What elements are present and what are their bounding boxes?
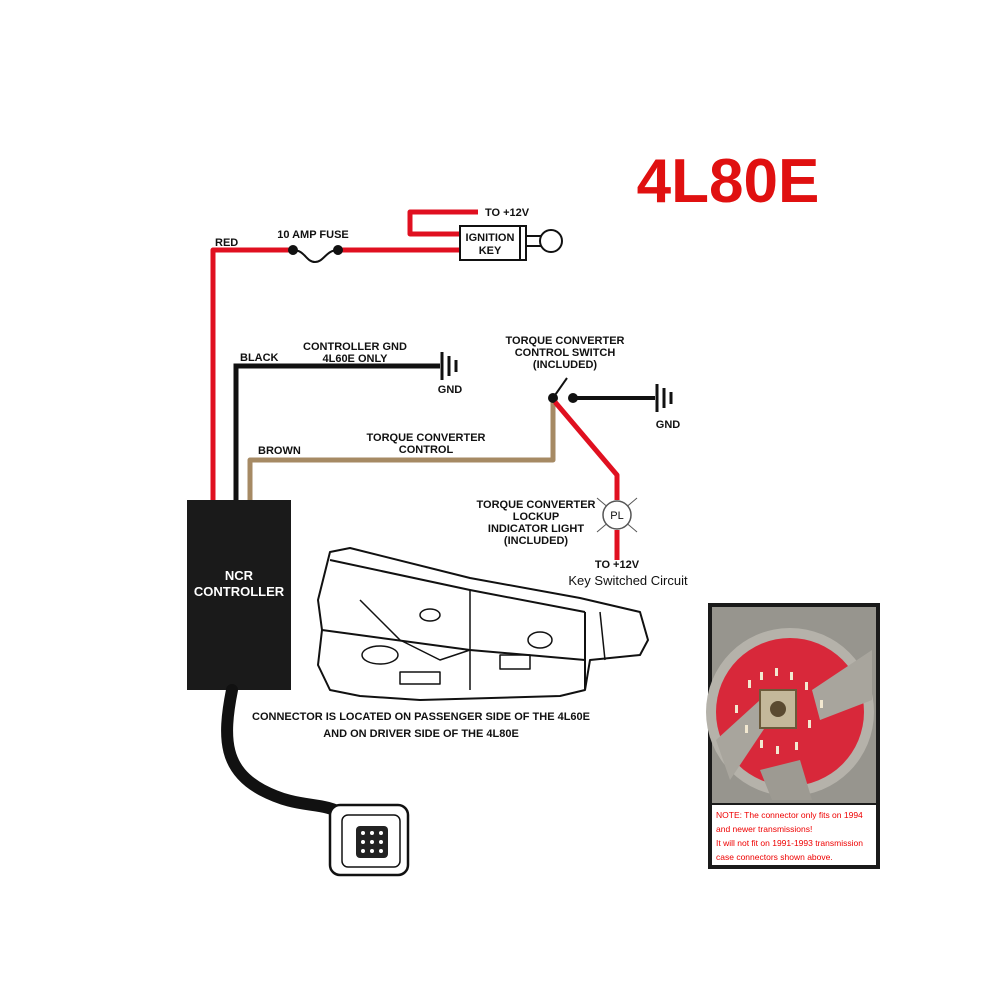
controller-label: NCR [225,568,254,583]
switch-icon [548,377,578,403]
fuse-icon [288,245,343,264]
photo-note-4: case connectors shown above. [716,852,833,862]
ground-symbol-icon [440,352,458,380]
photo-note-3: It will not fit on 1991-1993 transmissio… [716,838,863,848]
lockup-label: TORQUE CONVERTER [477,499,596,511]
lockup-label-4: (INCLUDED) [504,535,568,547]
to-12v-bottom-label: TO +12V [595,559,640,571]
black-wire-label: BLACK [240,352,279,364]
to-12v-top-label: TO +12V [485,207,530,219]
ignition-key-label-2: KEY [479,245,502,257]
lockup-label-2: LOCKUP [513,511,559,523]
diagram-title: 4L80E [637,147,820,216]
controller-gnd-label-2: 4L60E ONLY [322,353,388,365]
fuse-label: 10 AMP FUSE [277,229,349,241]
harness-cable [221,684,351,821]
black-wire [233,363,440,500]
lamp-red-wire [553,400,620,560]
gnd-label-1: GND [438,384,463,396]
ncr-controller [187,500,291,690]
photo-note-1: NOTE: The connector only fits on 1994 [716,810,863,820]
photo-note-2: and newer transmissions! [716,824,812,834]
brown-wire-label: BROWN [258,445,301,457]
connector-note-2: AND ON DRIVER SIDE OF THE 4L80E [323,728,519,740]
controller-gnd-label: CONTROLLER GND [303,341,407,353]
connector-photo [706,603,880,869]
brown-wire [247,400,556,500]
ignition-key-label: IGNITION [466,232,515,244]
lockup-label-3: INDICATOR LIGHT [488,523,584,535]
tcc-switch-label-2: CONTROL SWITCH [515,347,616,359]
connector-note: CONNECTOR IS LOCATED ON PASSENGER SIDE O… [252,711,590,723]
harness-connector-icon [328,803,410,877]
transmission-illustration [317,547,649,701]
indicator-light-icon: PL [596,497,638,533]
red-wire [210,209,478,500]
key-switched-label: Key Switched Circuit [568,573,688,588]
tcc-switch-label: TORQUE CONVERTER [506,335,625,347]
ground-symbol-icon-2 [655,384,673,412]
gnd-label-2: GND [656,419,681,431]
tcc-switch-label-3: (INCLUDED) [533,359,597,371]
controller-label-2: CONTROLLER [194,584,285,599]
tc-control-label: TORQUE CONVERTER [367,432,486,444]
ignition-key-icon [459,225,563,261]
tc-control-label-2: CONTROL [399,444,454,456]
red-wire-label: RED [215,237,238,249]
pl-label: PL [610,510,623,522]
